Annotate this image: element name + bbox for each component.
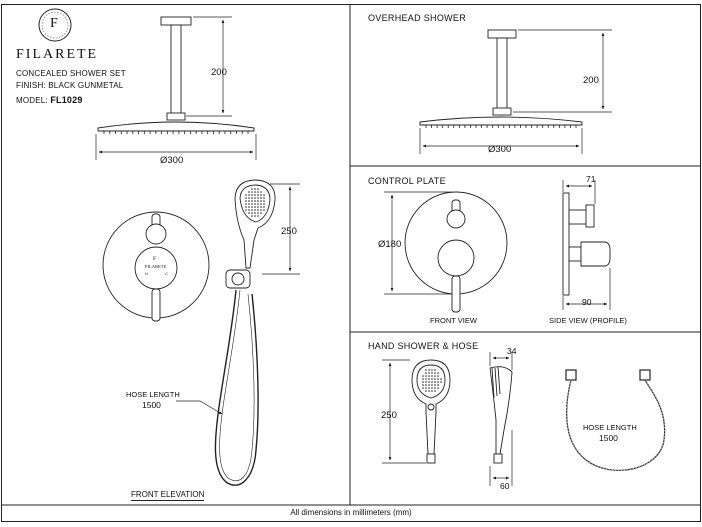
hand-side-bottom-dim: 60 [500, 481, 510, 491]
front-head-nozzles [103, 131, 249, 134]
plate-hot: H [145, 271, 148, 276]
control-side-label: SIDE VIEW (PROFILE) [549, 316, 627, 325]
brand-logo [38, 8, 72, 42]
hand-shower-title: HAND SHOWER & HOSE [368, 341, 479, 351]
front-hand-dim: 250 [281, 226, 297, 237]
hand-height-dim: 250 [381, 410, 397, 421]
hand-side-top-dim: 34 [507, 346, 517, 356]
plate-cold: C [165, 271, 168, 276]
model-label: MODEL: [16, 96, 48, 105]
front-hose-value: 1500 [142, 400, 161, 410]
product-title: CONCEALED SHOWER SET [16, 69, 126, 78]
hand-shower-side [489, 366, 513, 464]
control-plate-dimensions [384, 180, 611, 310]
front-elevation-drawing [97, 16, 276, 486]
product-finish: FINISH: BLACK GUNMETAL [16, 81, 124, 90]
control-plate-side-view [562, 192, 611, 296]
hose-coil-value: 1500 [599, 433, 618, 443]
hand-shower-front-spray-face [422, 369, 442, 392]
logo-letter: F [50, 16, 58, 31]
brand-name: FILARETE [16, 47, 99, 62]
model-line: MODEL: FL1029 [16, 95, 83, 105]
overhead-head-dim: Ø300 [488, 144, 512, 155]
hand-shower-front [411, 359, 451, 464]
overhead-title: OVERHEAD SHOWER [368, 13, 467, 23]
sheet-frame [1, 4, 701, 522]
overhead-dimensions [419, 29, 612, 154]
hand-shower-dimensions [382, 352, 513, 486]
hose-coil [565, 369, 666, 471]
front-head-dim: Ø300 [160, 155, 184, 166]
front-hose-label: HOSE LENGTH [126, 390, 180, 399]
overhead-shower-drawing [419, 29, 583, 128]
overhead-arm-dim: 200 [583, 75, 599, 86]
hose-coil-label: HOSE LENGTH [583, 423, 637, 432]
model-code: FL1029 [50, 95, 83, 105]
plate-logo: F [153, 256, 157, 262]
control-depth-bottom: 90 [582, 297, 592, 307]
hand-shower-spray-face [245, 188, 265, 217]
control-depth-top: 71 [586, 174, 596, 184]
control-plate-title: CONTROL PLATE [368, 176, 446, 186]
control-front-label: FRONT VIEW [430, 316, 477, 325]
overhead-head-nozzles [425, 125, 577, 128]
front-arm-dim: 200 [211, 67, 227, 78]
front-elevation-dimensions [95, 16, 300, 415]
footer-note: All dimensions in millimeters (mm) [290, 508, 412, 517]
control-diameter-dim: Ø180 [378, 239, 402, 250]
front-elevation-label: FRONT ELEVATION [131, 490, 205, 501]
plate-brand: FILARETE [145, 264, 167, 269]
